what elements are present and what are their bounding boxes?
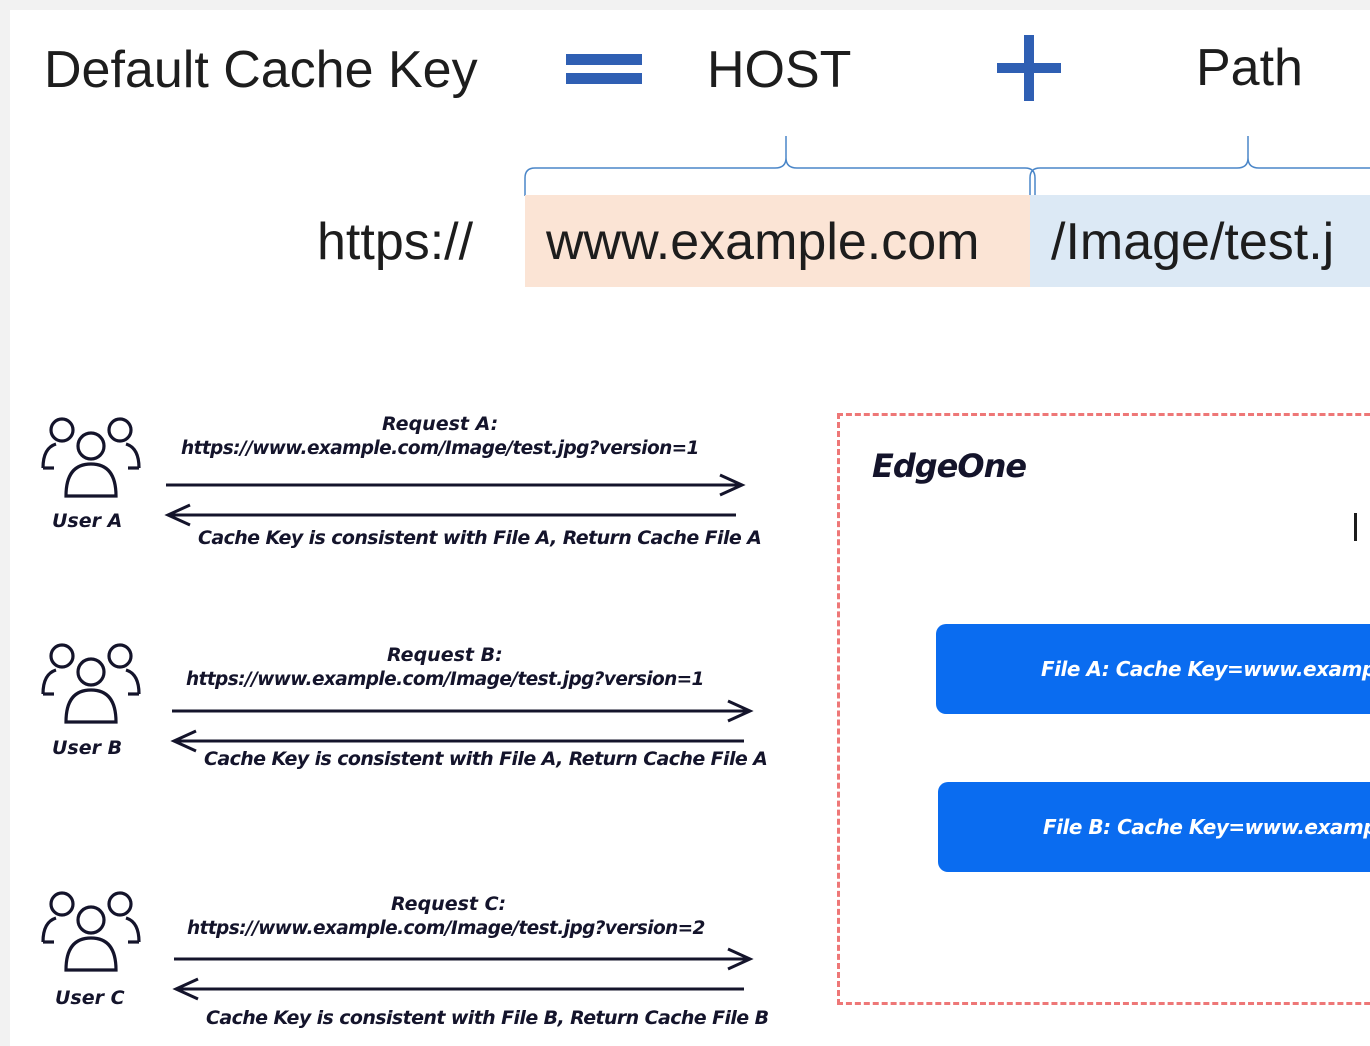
url-host-highlight [525, 195, 1030, 287]
path-brace [1029, 136, 1370, 196]
equals-icon [566, 54, 642, 84]
edgeone-container [837, 413, 1370, 1005]
request-title: Request A: [382, 413, 499, 435]
plus-icon [997, 35, 1061, 101]
url-path: /Image/test.j [1051, 213, 1335, 271]
url-path-highlight [1030, 195, 1370, 287]
users-icon [41, 891, 141, 972]
formula-path: Path [1196, 39, 1303, 97]
request-arrow [164, 473, 746, 527]
user-label: User C [55, 987, 125, 1009]
response-text: Cache Key is consistent with File A, Ret… [204, 748, 768, 770]
users-icon [41, 417, 141, 498]
user-label: User A [52, 510, 123, 532]
url-host: www.example.com [546, 213, 980, 271]
file-a-cache-entry: File A: Cache Key=www.examp [936, 624, 1370, 714]
request-title: Request B: [387, 644, 503, 666]
request-url: https://www.example.com/Image/test.jpg?v… [186, 669, 704, 690]
edgeone-title: EdgeOne [872, 447, 1027, 485]
file-b-cache-entry: File B: Cache Key=www.examp [938, 782, 1370, 872]
request-arrow [170, 699, 754, 753]
formula-title: Default Cache Key [44, 41, 478, 99]
formula-host: HOST [707, 41, 852, 99]
request-arrow [172, 947, 754, 1001]
request-url: https://www.example.com/Image/test.jpg?v… [181, 438, 699, 459]
user-label: User B [52, 737, 123, 759]
users-icon [41, 643, 141, 724]
request-title: Request C: [391, 893, 507, 915]
request-url: https://www.example.com/Image/test.jpg?v… [187, 918, 705, 939]
response-text: Cache Key is consistent with File A, Ret… [198, 527, 762, 549]
host-brace [524, 136, 1036, 196]
diagram-canvas: Default Cache Key HOST Path https:// www… [10, 10, 1370, 1046]
url-scheme: https:// [317, 213, 474, 271]
response-text: Cache Key is consistent with File B, Ret… [206, 1007, 769, 1029]
edge-marker [1354, 513, 1357, 541]
